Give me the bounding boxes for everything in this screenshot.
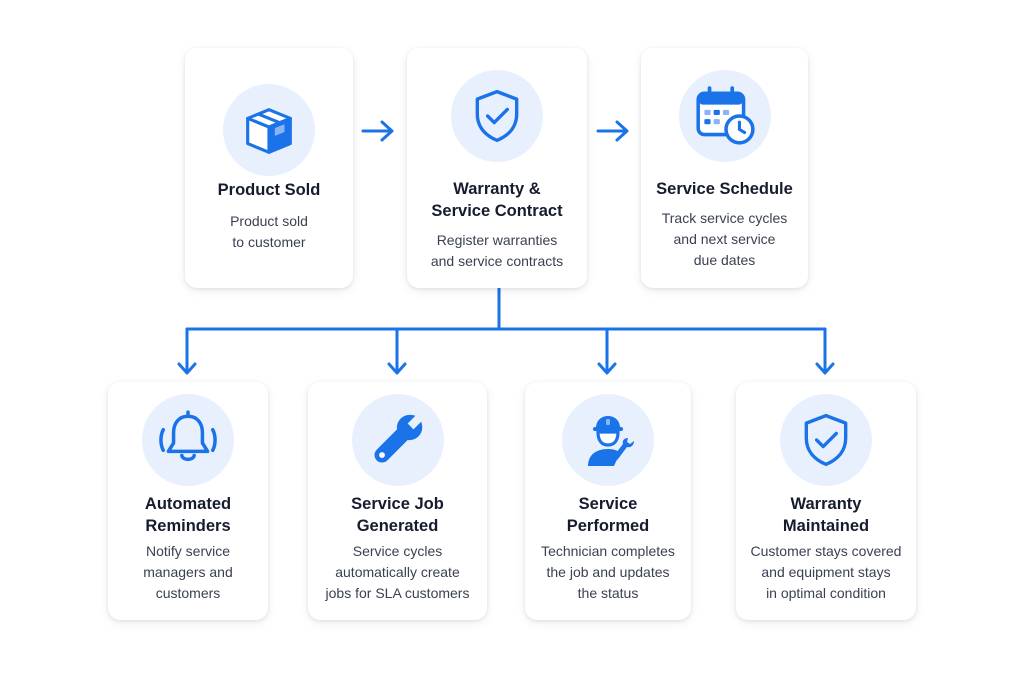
step-description: Customer stays covered and equipment sta…	[750, 543, 902, 601]
step-card-service-performed: Service Performed Technician completes t…	[525, 382, 691, 620]
step-title: Automated Reminders	[144, 495, 232, 535]
bell-ringing-icon	[159, 410, 217, 462]
arrow-product-to-warranty	[361, 120, 394, 142]
branch-connector	[185, 287, 827, 331]
icon-badge	[562, 394, 654, 486]
calendar-clock-icon	[695, 86, 755, 145]
step-description: Register warranties and service contract…	[430, 232, 564, 269]
step-card-product-sold: Product Sold Product sold to customer	[185, 48, 353, 288]
step-description: Service cycles automatically create jobs…	[325, 543, 470, 601]
step-title: Service Schedule	[656, 180, 793, 198]
arrow-down-reminders	[177, 327, 197, 375]
icon-badge	[142, 394, 234, 486]
step-card-automated-reminders: Automated Reminders Notify service manag…	[108, 382, 268, 620]
arrow-down-service-performed	[597, 327, 617, 375]
technician-icon	[588, 416, 634, 466]
icon-badge	[451, 70, 543, 162]
step-title: Service Job Generated	[351, 495, 444, 535]
step-card-service-job-generated: Service Job Generated Service cycles aut…	[308, 382, 487, 620]
step-description: Product sold to customer	[230, 213, 308, 250]
step-description: Notify service managers and customers	[143, 543, 233, 601]
icon-badge	[678, 70, 771, 162]
step-card-warranty-contract: Warranty & Service Contract Register war…	[407, 48, 587, 288]
arrow-down-service-job	[387, 327, 407, 375]
step-title: Product Sold	[217, 181, 321, 199]
icon-badge	[223, 84, 315, 176]
step-title: Warranty Maintained	[782, 495, 870, 535]
arrow-warranty-to-schedule	[596, 120, 629, 142]
wrench-icon	[374, 414, 422, 463]
icon-badge	[780, 394, 872, 486]
step-description: Technician completes the job and updates…	[541, 543, 675, 601]
step-card-service-schedule: Service Schedule Track service cycles an…	[641, 48, 808, 288]
arrow-down-warranty-maintained	[815, 327, 835, 375]
step-title: Warranty & Service Contract	[431, 180, 563, 220]
step-description: Track service cycles and next service du…	[661, 210, 788, 268]
package-icon	[246, 108, 292, 154]
step-card-warranty-maintained: Warranty Maintained Customer stays cover…	[736, 382, 916, 620]
shield-check-icon	[804, 413, 848, 467]
step-title: Service Performed	[566, 495, 650, 535]
shield-check-icon	[475, 89, 519, 143]
icon-badge	[351, 394, 444, 486]
